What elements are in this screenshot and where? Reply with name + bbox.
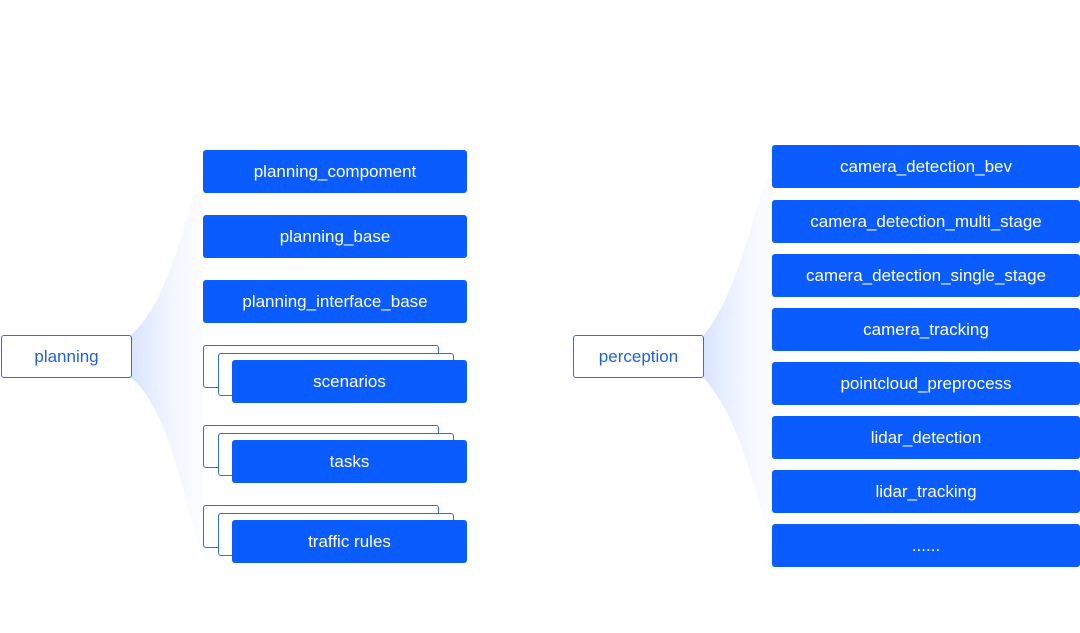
planning-stacked-node[interactable]: scenarios [232, 360, 467, 403]
perception-child-node[interactable]: camera_detection_single_stage [772, 254, 1080, 297]
perception-child-node[interactable]: lidar_detection [772, 416, 1080, 459]
perception-child-node[interactable]: camera_detection_bev [772, 145, 1080, 188]
perception-child-node[interactable]: camera_detection_multi_stage [772, 200, 1080, 243]
planning-child-node[interactable]: planning_interface_base [203, 280, 467, 323]
planning-root-node[interactable]: planning [1, 335, 132, 378]
perception-more-node[interactable]: ...... [772, 524, 1080, 567]
perception-child-node[interactable]: pointcloud_preprocess [772, 362, 1080, 405]
perception-root-node[interactable]: perception [573, 335, 704, 378]
planning-stacked-node[interactable]: traffic rules [232, 520, 467, 563]
planning-stacked-node[interactable]: tasks [232, 440, 467, 483]
planning-fan [131, 172, 203, 558]
planning-child-node[interactable]: planning_base [203, 215, 467, 258]
planning-child-node[interactable]: planning_compoment [203, 150, 467, 193]
perception-child-node[interactable]: camera_tracking [772, 308, 1080, 351]
perception-child-node[interactable]: lidar_tracking [772, 470, 1080, 513]
perception-fan [704, 167, 772, 546]
